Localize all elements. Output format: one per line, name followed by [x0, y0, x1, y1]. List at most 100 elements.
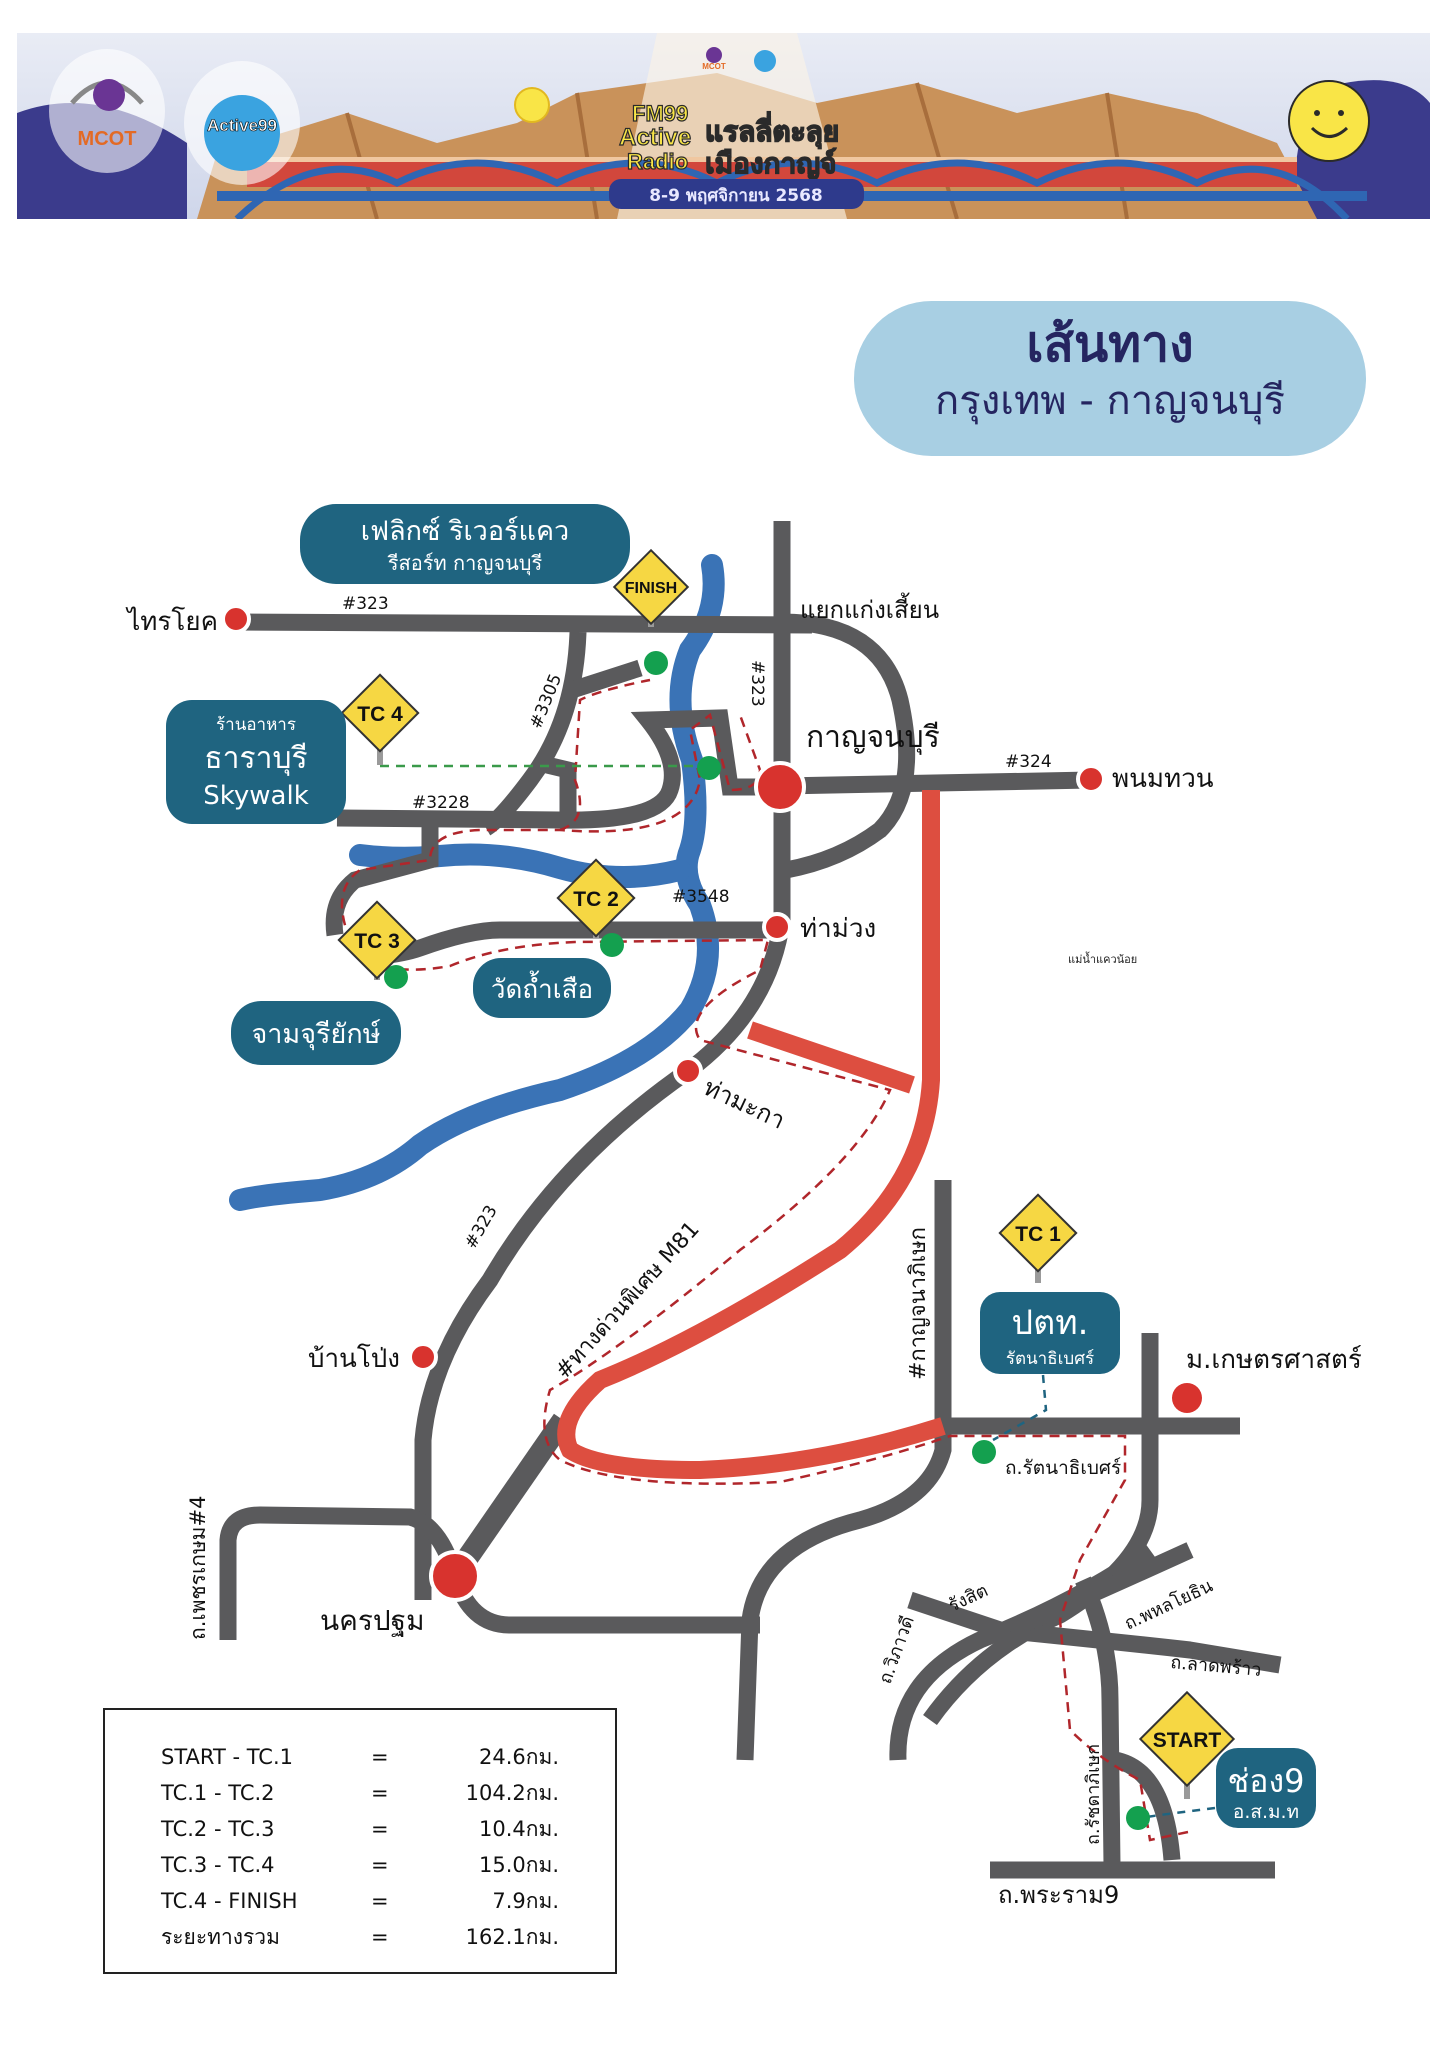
sign-tc3-label: TC 3 — [354, 930, 400, 953]
sign-tc4[interactable]: TC 4 — [340, 673, 420, 765]
venue-box — [166, 700, 346, 824]
venue-tc2[interactable]: วัดถ้ำเสือ — [473, 958, 611, 1018]
road-kanchanaphisek — [736, 1180, 952, 1761]
route-subtitle: กรุงเทพ - กาญจนบุรี — [935, 378, 1285, 424]
label-road-323-west: #323 — [342, 594, 389, 614]
road-ratchada-loop — [1112, 1751, 1181, 1861]
diamond-sign-icon — [556, 858, 636, 938]
venue-start[interactable]: ช่อง9 อ.ส.ม.ท — [1216, 1748, 1316, 1828]
distance-segment: TC.3 - TC.4 — [161, 1853, 275, 1877]
venue-tc1[interactable]: ปตท. รัตนาธิเบศร์ — [980, 1292, 1120, 1374]
road-323-west — [235, 613, 813, 634]
label-road-3228: #3228 — [412, 793, 470, 813]
active99-logo-text: Active99 — [207, 116, 277, 135]
distance-equals: = — [371, 1853, 389, 1877]
dot-nakhon-pathom[interactable] — [429, 1550, 481, 1602]
venue-tc2-name: วัดถ้ำเสือ — [491, 970, 593, 1005]
label-phetkasem: ถ.เพชรเกษม#4 — [186, 1496, 210, 1640]
venue-start-name: ช่อง9 — [1228, 1762, 1305, 1800]
town-labels: ไทรโยค แยกแก่งเสี้ยน กาญจนบุรี พนมทวน ท่… — [125, 592, 1362, 1637]
event-fm99: FM99 — [632, 101, 688, 126]
sign-tc2[interactable]: TC 2 — [556, 858, 636, 938]
checkpoint-dots — [384, 651, 1150, 1830]
venue-finish-sub: รีสอร์ท กาญจนบุรี — [388, 551, 543, 576]
sign-finish[interactable]: FINISH — [612, 548, 690, 627]
label-phanom-thuan: พนมทวน — [1112, 764, 1214, 794]
distance-value: 7.9กม. — [492, 1889, 559, 1913]
sign-tc2-label: TC 2 — [573, 888, 619, 911]
active99-disc-icon — [204, 95, 280, 171]
label-road-323-south: #323 — [461, 1202, 502, 1252]
road-3305-spur — [569, 659, 643, 699]
venue-box — [300, 504, 630, 584]
venue-tc4-line3: Skywalk — [203, 781, 309, 811]
road-3228-spur — [545, 756, 577, 820]
venue-tc3[interactable]: จามจุรียักษ์ — [231, 1001, 401, 1065]
label-rama9: ถ.พระราม9 — [998, 1881, 1119, 1909]
date-badge — [609, 179, 864, 209]
distance-segment: TC.1 - TC.2 — [161, 1781, 275, 1805]
event-active: Active — [619, 124, 691, 151]
road-rangsit — [907, 1591, 1282, 1674]
checkpoint-tc1-dot[interactable] — [972, 1440, 996, 1464]
sun-eye-right — [1338, 110, 1344, 116]
label-nakhon-pathom: นครปฐม — [320, 1604, 425, 1637]
distance-table: START - TC.1 = 24.6กม. TC.1 - TC.2 = 104… — [103, 1708, 617, 1974]
dot-kasetsart[interactable] — [1172, 1383, 1202, 1413]
rally-title-line1: แรลลี่ตะลุย — [705, 111, 839, 149]
checkpoint-tc3-dot[interactable] — [384, 965, 408, 989]
venue-box — [473, 958, 611, 1018]
dot-tha-muang[interactable] — [762, 912, 792, 942]
label-road-324: #324 — [1005, 752, 1052, 772]
diamond-sign-icon — [612, 548, 690, 626]
mcot-nine-icon — [93, 79, 125, 111]
sign-finish-label: FINISH — [625, 580, 677, 597]
route-title-pill: เส้นทาง กรุงเทพ - กาญจนบุรี — [854, 301, 1366, 456]
town-dots — [221, 604, 1202, 1602]
sign-tc4-label: TC 4 — [357, 703, 403, 726]
mcot-logo-text: MCOT — [78, 128, 137, 150]
label-ban-pong: บ้านโป่ง — [308, 1343, 400, 1374]
bridge-arches — [234, 159, 1350, 219]
sign-start[interactable]: START — [1138, 1690, 1236, 1799]
road-323-vertical — [414, 521, 791, 1600]
road-ratchadaphisek — [1075, 1576, 1121, 1866]
venue-tc4[interactable]: ร้านอาหาร ธาราบุรี Skywalk — [166, 700, 346, 824]
dot-phanom-thuan[interactable] — [1076, 764, 1106, 794]
mini-active99-icon — [754, 50, 776, 72]
distance-segment: TC.2 - TC.3 — [161, 1817, 275, 1841]
distance-equals: = — [371, 1925, 389, 1949]
venue-finish-name: เฟลิกซ์ ริเวอร์แคว — [361, 515, 569, 547]
dot-tha-maka[interactable] — [673, 1056, 703, 1086]
sign-start-label: START — [1153, 1729, 1222, 1752]
label-ratchadaphisek: ถ.รัชดาภิเษก — [1083, 1744, 1104, 1845]
venue-finish[interactable]: เฟลิกซ์ ริเวอร์แคว รีสอร์ท กาญจนบุรี — [300, 504, 630, 584]
checkpoint-tc2-dot[interactable] — [600, 933, 624, 957]
distance-equals: = — [371, 1745, 389, 1769]
sign-tc1[interactable]: TC 1 — [998, 1193, 1078, 1283]
distance-value: 24.6กม. — [479, 1745, 559, 1769]
checkpoint-start-dot[interactable] — [1126, 1806, 1150, 1830]
expressway-link — [747, 1021, 915, 1094]
venue-tc3-name: จามจุรียักษ์ — [251, 1018, 381, 1051]
mini-mcot-logo: MCOT — [702, 62, 726, 71]
dot-sai-yok[interactable] — [221, 604, 251, 634]
distance-value: 15.0กม. — [479, 1853, 559, 1877]
venue-tc1-sub: รัตนาธิเบศร์ — [1006, 1349, 1094, 1369]
dot-kanchanaburi[interactable] — [754, 761, 806, 813]
river-khwae-yai — [229, 554, 725, 1211]
checkpoint-finish-dot[interactable] — [644, 651, 668, 675]
rally-route-north-leg — [559, 678, 651, 832]
road-324 — [781, 771, 1092, 795]
distance-value: 162.1กม. — [465, 1925, 559, 1949]
checkpoint-tc4-dot[interactable] — [697, 756, 721, 780]
river-label-khwae-noi: แม่น้ำแควน้อย — [1068, 951, 1137, 966]
distance-equals: = — [371, 1889, 389, 1913]
sun-eye-left — [1314, 110, 1320, 116]
train-roof — [247, 157, 1297, 162]
label-tha-muang: ท่าม่วง — [800, 914, 876, 944]
dot-ban-pong[interactable] — [408, 1342, 438, 1372]
label-kasetsart: ม.เกษตรศาสตร์ — [1186, 1345, 1362, 1375]
sign-tc3[interactable]: TC 3 — [337, 900, 417, 980]
